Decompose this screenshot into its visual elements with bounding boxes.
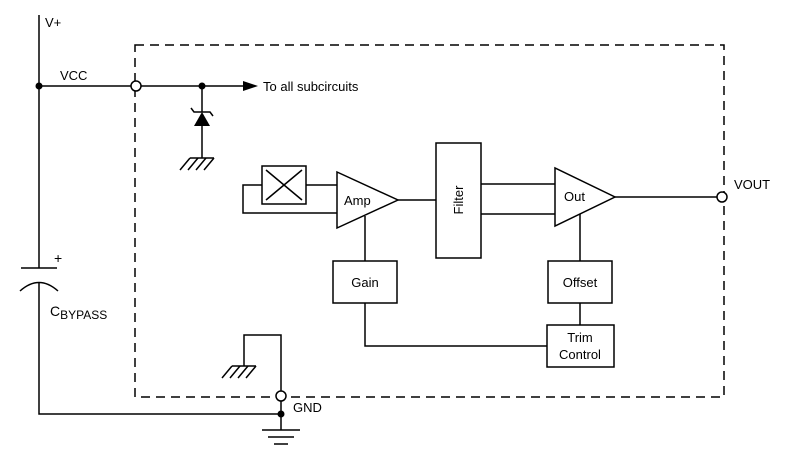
to-all-subcircuits-label: To all subcircuits: [263, 79, 359, 94]
chassis-ground-icon: [179, 145, 215, 171]
vplus-label: V+: [45, 15, 61, 30]
gain-to-trim-wire: [364, 303, 547, 347]
earth-ground-icon: [262, 429, 300, 445]
amp-label: Amp: [344, 193, 371, 208]
sensor-loop-wire: [242, 184, 337, 214]
out-label: Out: [564, 189, 585, 204]
gnd-label: GND: [293, 400, 322, 415]
offset-label: Offset: [563, 275, 598, 290]
zener-diode-icon: [190, 86, 214, 145]
cap-to-gnd-wire: [38, 283, 281, 415]
vout-label: VOUT: [734, 177, 770, 192]
cap-label: CBYPASS: [50, 303, 107, 322]
vcc-label: VCC: [60, 68, 87, 83]
gnd-pin: [275, 390, 287, 402]
gain-block: [332, 260, 398, 304]
internal-ground-icon: [221, 334, 282, 391]
trim-label-line1: Trim: [567, 330, 593, 345]
offset-block: [547, 260, 613, 304]
filter-block: [435, 142, 482, 259]
filter-label: Filter: [451, 185, 466, 215]
gain-label: Gain: [351, 275, 378, 290]
sensor-cross-2: [265, 169, 303, 201]
trim-control-block: [546, 324, 615, 368]
amp-block: [336, 170, 400, 230]
trim-label-line2: Control: [559, 347, 601, 362]
out-block: [554, 166, 617, 228]
cap-plate-bottom: [19, 281, 59, 292]
vout-pin: [716, 191, 728, 203]
arrow-icon: [243, 81, 258, 91]
cap-plus-label: +: [54, 250, 62, 266]
vcc-pin: [130, 80, 142, 92]
vcc-junction-dot: [35, 82, 43, 90]
chip-boundary: [134, 44, 725, 398]
